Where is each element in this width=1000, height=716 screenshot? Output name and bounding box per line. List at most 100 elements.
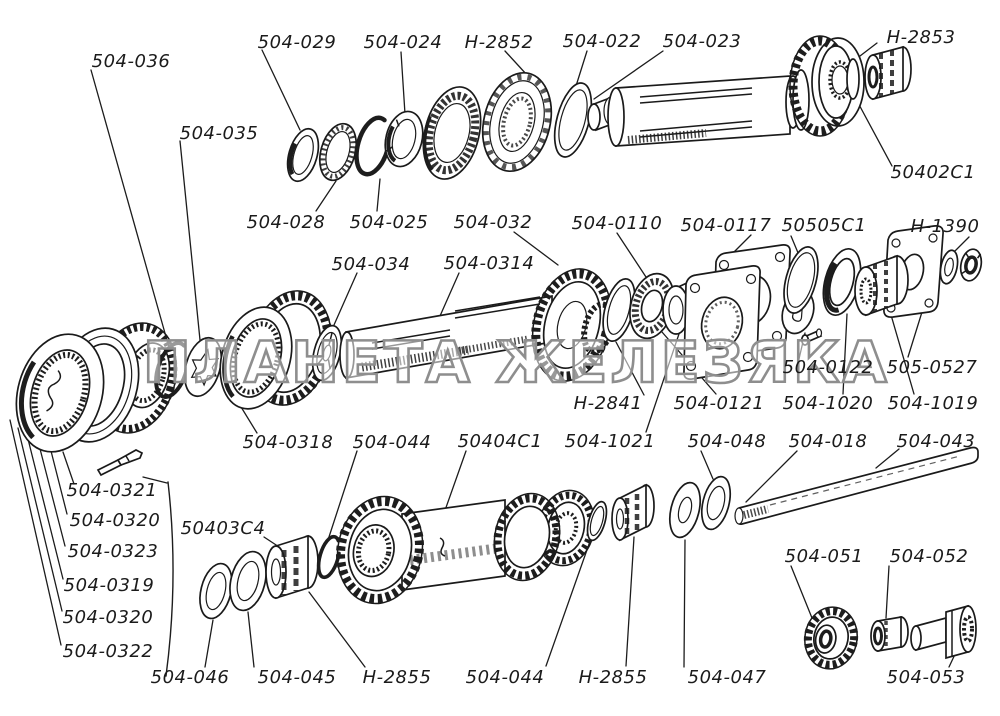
label-504-0110: 504-0110 [572, 213, 663, 234]
leader-504-052 [885, 565, 890, 619]
axle-504-043 [734, 446, 979, 525]
leader-504-022 [575, 50, 588, 87]
leader-504-0117 [733, 234, 752, 253]
label-504-052: 504-052 [890, 546, 969, 567]
leader-504-025 [376, 178, 381, 212]
label-H-2841: Н-2841 [574, 393, 643, 414]
label-504-034: 504-034 [332, 254, 411, 275]
label-504-1020: 504-1020 [783, 393, 874, 414]
leader-504-051 [790, 565, 813, 619]
coupling-504-1019 [854, 254, 909, 317]
leader-clip [142, 476, 168, 484]
input-shaft-assembly [286, 35, 912, 183]
leader-504-045 [247, 611, 255, 668]
label-H-1390: Н-1390 [911, 216, 980, 237]
gasket-50505C1 [783, 246, 819, 314]
leader-504-0321 [62, 451, 75, 485]
main-shaft-assembly [15, 225, 983, 477]
label-504-023: 504-023 [663, 31, 742, 52]
label-504-035: 504-035 [180, 123, 259, 144]
leader-H-2841 [615, 341, 645, 396]
bearing-cone-H-2852 [422, 86, 482, 180]
leader-504-029 [261, 49, 301, 131]
leader-504-1021 [645, 324, 683, 433]
label-504-0318: 504-0318 [243, 432, 334, 453]
leader-lines [9, 42, 970, 677]
roller-cage-H-2855-left [265, 534, 319, 600]
leader-H-2853 [859, 42, 878, 57]
leader-504-1019 [888, 307, 915, 395]
ring-H-2841 [602, 278, 636, 342]
label-504-0320: 504-0320 [70, 510, 161, 531]
bearing-cup-504-022-race [481, 71, 553, 173]
input-shaft-body [607, 35, 865, 147]
label-50402C1: 50402С1 [891, 162, 976, 183]
leader-504-024 [400, 51, 406, 115]
leader-504-0322 [9, 419, 62, 646]
washer-504-046 [199, 562, 233, 620]
washer-504-045 [229, 550, 267, 612]
leader-50402C1 [855, 98, 893, 167]
label-50404C1: 50404С1 [458, 431, 543, 452]
leader-505-0527 [907, 311, 923, 358]
ring-504-022 [553, 82, 593, 158]
pinion-H-2853 [864, 45, 912, 101]
label-504-047: 504-047 [688, 667, 767, 688]
label-504-051: 504-051 [785, 546, 864, 567]
label-504-024: 504-024 [364, 32, 443, 53]
label-504-1019: 504-1019 [888, 393, 979, 414]
label-504-032: 504-032 [454, 212, 533, 233]
leader-50404C1 [442, 450, 467, 517]
label-504-0322: 504-0322 [63, 641, 154, 662]
washer-504-047 [668, 481, 702, 539]
label-504-025: 504-025 [350, 212, 429, 233]
label-H-2855-right: Н-2855 [579, 667, 648, 688]
leader-H-2855-left [308, 591, 366, 668]
leader-504-048 [700, 450, 714, 480]
leader-504-0314 [439, 272, 460, 317]
label-504-044-top: 504-044 [353, 432, 432, 453]
label-504-0319: 504-0319 [64, 575, 155, 596]
label-50505C1: 50505С1 [782, 215, 867, 236]
washer-H-1390 [939, 249, 959, 285]
label-504-029: 504-029 [258, 32, 337, 53]
ring-504-028 [318, 122, 358, 182]
label-H-2855-left: Н-2855 [363, 667, 432, 688]
label-504-044-bottom: 504-044 [466, 667, 545, 688]
label-504-046: 504-046 [151, 667, 230, 688]
leader-504-023 [593, 50, 664, 100]
gear-504-051 [803, 606, 859, 670]
bolt-504-053 [910, 604, 977, 660]
bearing-504-0110 [629, 272, 675, 340]
leader-504-046 [204, 619, 214, 668]
leader-504-0319 [26, 434, 64, 580]
washer-504-048 [700, 475, 732, 531]
leader-504-032 [513, 231, 559, 266]
leader-504-0320 [49, 446, 68, 515]
watermark-text: ПЛАНЕТА ЖЕЛЕЗЯКА [143, 330, 890, 396]
bearing-plate-front-504-0117 [683, 265, 761, 380]
leader-H-2855-right [625, 536, 635, 667]
label-504-0117: 504-0117 [681, 215, 772, 236]
label-504-045: 504-045 [258, 667, 337, 688]
idler-parts [803, 604, 977, 670]
label-50403C4: 50403С4 [181, 518, 266, 539]
countershaft-assembly [199, 446, 979, 620]
star-washer-504-035 [183, 336, 223, 398]
ring-504-029 [286, 127, 320, 183]
label-504-022: 504-022 [563, 31, 642, 52]
label-504-053: 504-053 [887, 667, 966, 688]
label-504-0121: 504-0121 [674, 393, 765, 414]
ring-504-1020 [822, 248, 862, 316]
lock-clip-504-0321 [96, 449, 144, 477]
leader-504-0110 [616, 232, 647, 278]
leader-504-035 [179, 140, 202, 351]
gear-504-032 [531, 268, 615, 382]
leader-504-018 [745, 450, 798, 503]
label-504-036: 504-036 [92, 51, 171, 72]
leader-504-028 [315, 180, 337, 212]
label-504-043: 504-043 [897, 431, 976, 452]
label-504-0122: 504-0122 [783, 357, 874, 378]
